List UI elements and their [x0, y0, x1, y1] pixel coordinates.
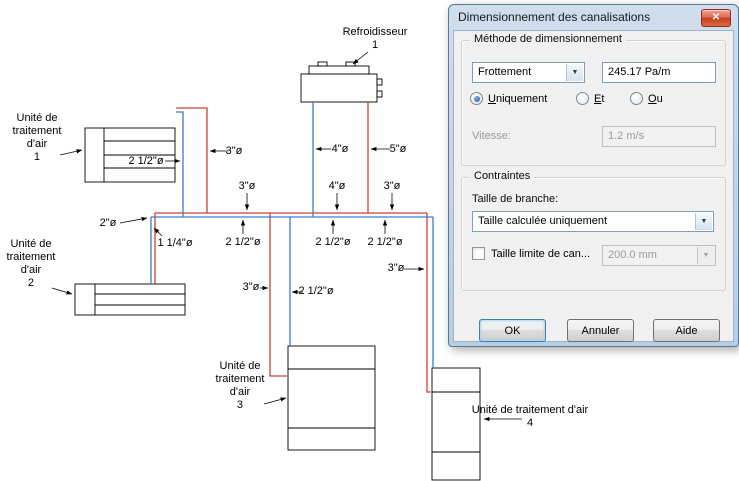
radio-selected-icon [470, 92, 483, 105]
limit-size-checkbox[interactable]: Taille limite de can... [472, 247, 590, 260]
return-pipes [154, 102, 431, 393]
pipe-size-label: 3"ø [225, 145, 243, 157]
limit-size-combo: 200.0 mm ▼ [602, 245, 716, 266]
dialog-content: Méthode de dimensionnement Frottement ▼ … [453, 30, 734, 342]
pipe-size-label: 3"ø [387, 262, 405, 274]
limit-size-label: Taille limite de can... [491, 247, 591, 260]
cancel-button[interactable]: Annuler [567, 319, 634, 342]
friction-value: 245.17 Pa/m [608, 66, 671, 78]
radio-ou[interactable]: Ou [630, 92, 663, 105]
dialog-title: Dimensionnement des canalisations [458, 10, 651, 24]
pipe-size-label: 2 1/2"ø [225, 236, 261, 248]
unit2-label: Unité de traitement d'air 2 [6, 238, 56, 289]
radio-uniquement-label: Uniquement [488, 92, 548, 105]
refroidisseur-label: Refroidisseur 1 [342, 26, 408, 51]
method-combo[interactable]: Frottement ▼ [472, 62, 585, 83]
pipe-size-label: 4"ø [331, 143, 349, 155]
pipe-size-label: 3"ø [383, 180, 401, 192]
constraints-group-label: Contraintes [470, 170, 535, 182]
pipe-size-label: 2 1/2"ø [367, 236, 403, 248]
chevron-down-icon[interactable]: ▼ [566, 64, 583, 81]
pipe-size-label: 4"ø [328, 180, 346, 192]
close-button[interactable]: ✕ [701, 9, 731, 27]
pipe-size-label: 2 1/2"ø [298, 285, 334, 297]
method-group-label: Méthode de dimensionnement [470, 33, 626, 45]
checkbox-unchecked-icon [472, 247, 485, 260]
pipe-size-label: 2 1/2"ø [128, 155, 164, 167]
radio-unselected-icon [576, 92, 589, 105]
method-combo-value: Frottement [478, 66, 532, 78]
pipe-size-label: 3"ø [242, 281, 260, 293]
vitesse-label: Vitesse: [472, 130, 511, 142]
pipe-size-label: 2"ø [99, 217, 117, 229]
unit1-label: Unité de traitement d'air 1 [12, 112, 62, 163]
pipe-size-label: 2 1/2"ø [315, 236, 351, 248]
radio-ou-label: Ou [648, 92, 663, 105]
sizing-dialog: Dimensionnement des canalisations ✕ Méth… [448, 4, 739, 347]
constraints-group: Contraintes Taille de branche: Taille ca… [461, 170, 726, 291]
radio-unselected-icon [630, 92, 643, 105]
branch-size-value: Taille calculée uniquement [478, 215, 608, 227]
leader-lines [51, 51, 522, 422]
help-button[interactable]: Aide [653, 319, 720, 342]
chevron-down-icon: ▼ [697, 247, 714, 264]
pipe-size-label: 5"ø [389, 143, 407, 155]
radio-et[interactable]: Et [576, 92, 604, 105]
pipe-size-label: 1 1/4"ø [157, 237, 193, 249]
ok-button[interactable]: OK [479, 319, 546, 342]
limit-size-value: 200.0 mm [608, 249, 657, 261]
dialog-titlebar[interactable]: Dimensionnement des canalisations ✕ [449, 5, 738, 29]
supply-pipes [150, 102, 434, 369]
pipe-size-label: 3"ø [238, 180, 256, 192]
branch-size-combo[interactable]: Taille calculée uniquement ▼ [472, 211, 714, 232]
close-icon: ✕ [711, 12, 721, 23]
vitesse-value: 1.2 m/s [608, 130, 645, 142]
vitesse-input: 1.2 m/s [602, 126, 716, 147]
radio-uniquement[interactable]: Uniquement [470, 92, 547, 105]
chevron-down-icon[interactable]: ▼ [695, 213, 712, 230]
branch-size-label: Taille de branche: [472, 193, 559, 205]
method-group: Méthode de dimensionnement Frottement ▼ … [461, 33, 726, 166]
unit3-label: Unité de traitement d'air 3 [215, 360, 265, 411]
friction-input[interactable]: 245.17 Pa/m [602, 62, 716, 83]
unit4-label: Unité de traitement d'air 4 [471, 404, 589, 429]
radio-et-label: Et [594, 92, 605, 105]
equipment-outlines [74, 61, 481, 481]
